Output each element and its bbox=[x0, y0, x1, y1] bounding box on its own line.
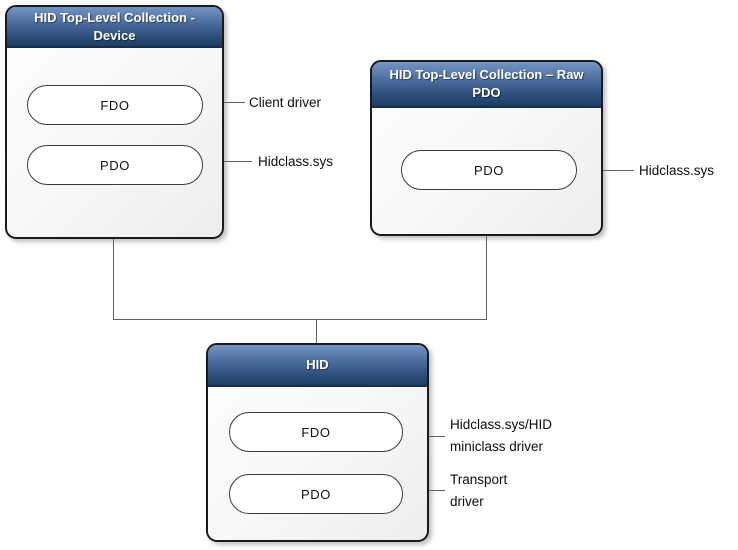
node-tlc-raw-pdo-title: HID Top-Level Collection – Raw PDO bbox=[372, 62, 601, 108]
connector-rawpdo-vertical bbox=[486, 235, 488, 320]
leader-line-pdo-hidclass bbox=[199, 161, 252, 163]
fdo-pill: FDO bbox=[229, 412, 403, 452]
connector-device-vertical bbox=[113, 238, 115, 320]
node-tlc-raw-pdo-body: PDO bbox=[372, 108, 601, 234]
node-tlc-raw-pdo: HID Top-Level Collection – Raw PDO PDO bbox=[370, 60, 603, 236]
connector-hid-stub bbox=[316, 319, 318, 344]
pdo-pill: PDO bbox=[401, 150, 577, 190]
node-tlc-device-title: HID Top-Level Collection - Device bbox=[7, 7, 222, 48]
leader-line-rawpdo-hidclass bbox=[574, 170, 634, 172]
node-tlc-device-body: FDO PDO bbox=[7, 48, 222, 237]
label-hidclass-miniclass-driver: Hidclass.sys/HID miniclass driver bbox=[450, 417, 556, 454]
label-hidclass-sys-device: Hidclass.sys bbox=[258, 154, 334, 169]
node-hid: HID FDO PDO bbox=[206, 343, 429, 542]
pdo-pill: PDO bbox=[229, 474, 403, 514]
connector-horizontal bbox=[113, 319, 487, 321]
pdo-pill: PDO bbox=[27, 145, 203, 185]
fdo-pill: FDO bbox=[27, 85, 203, 125]
label-hidclass-sys-rawpdo: Hidclass.sys bbox=[639, 163, 715, 178]
node-tlc-device: HID Top-Level Collection - Device FDO PD… bbox=[5, 5, 224, 239]
node-hid-title: HID bbox=[208, 345, 427, 387]
label-client-driver: Client driver bbox=[249, 95, 322, 110]
label-transport-driver: Transport driver bbox=[450, 472, 512, 509]
node-hid-body: FDO PDO bbox=[208, 387, 427, 540]
